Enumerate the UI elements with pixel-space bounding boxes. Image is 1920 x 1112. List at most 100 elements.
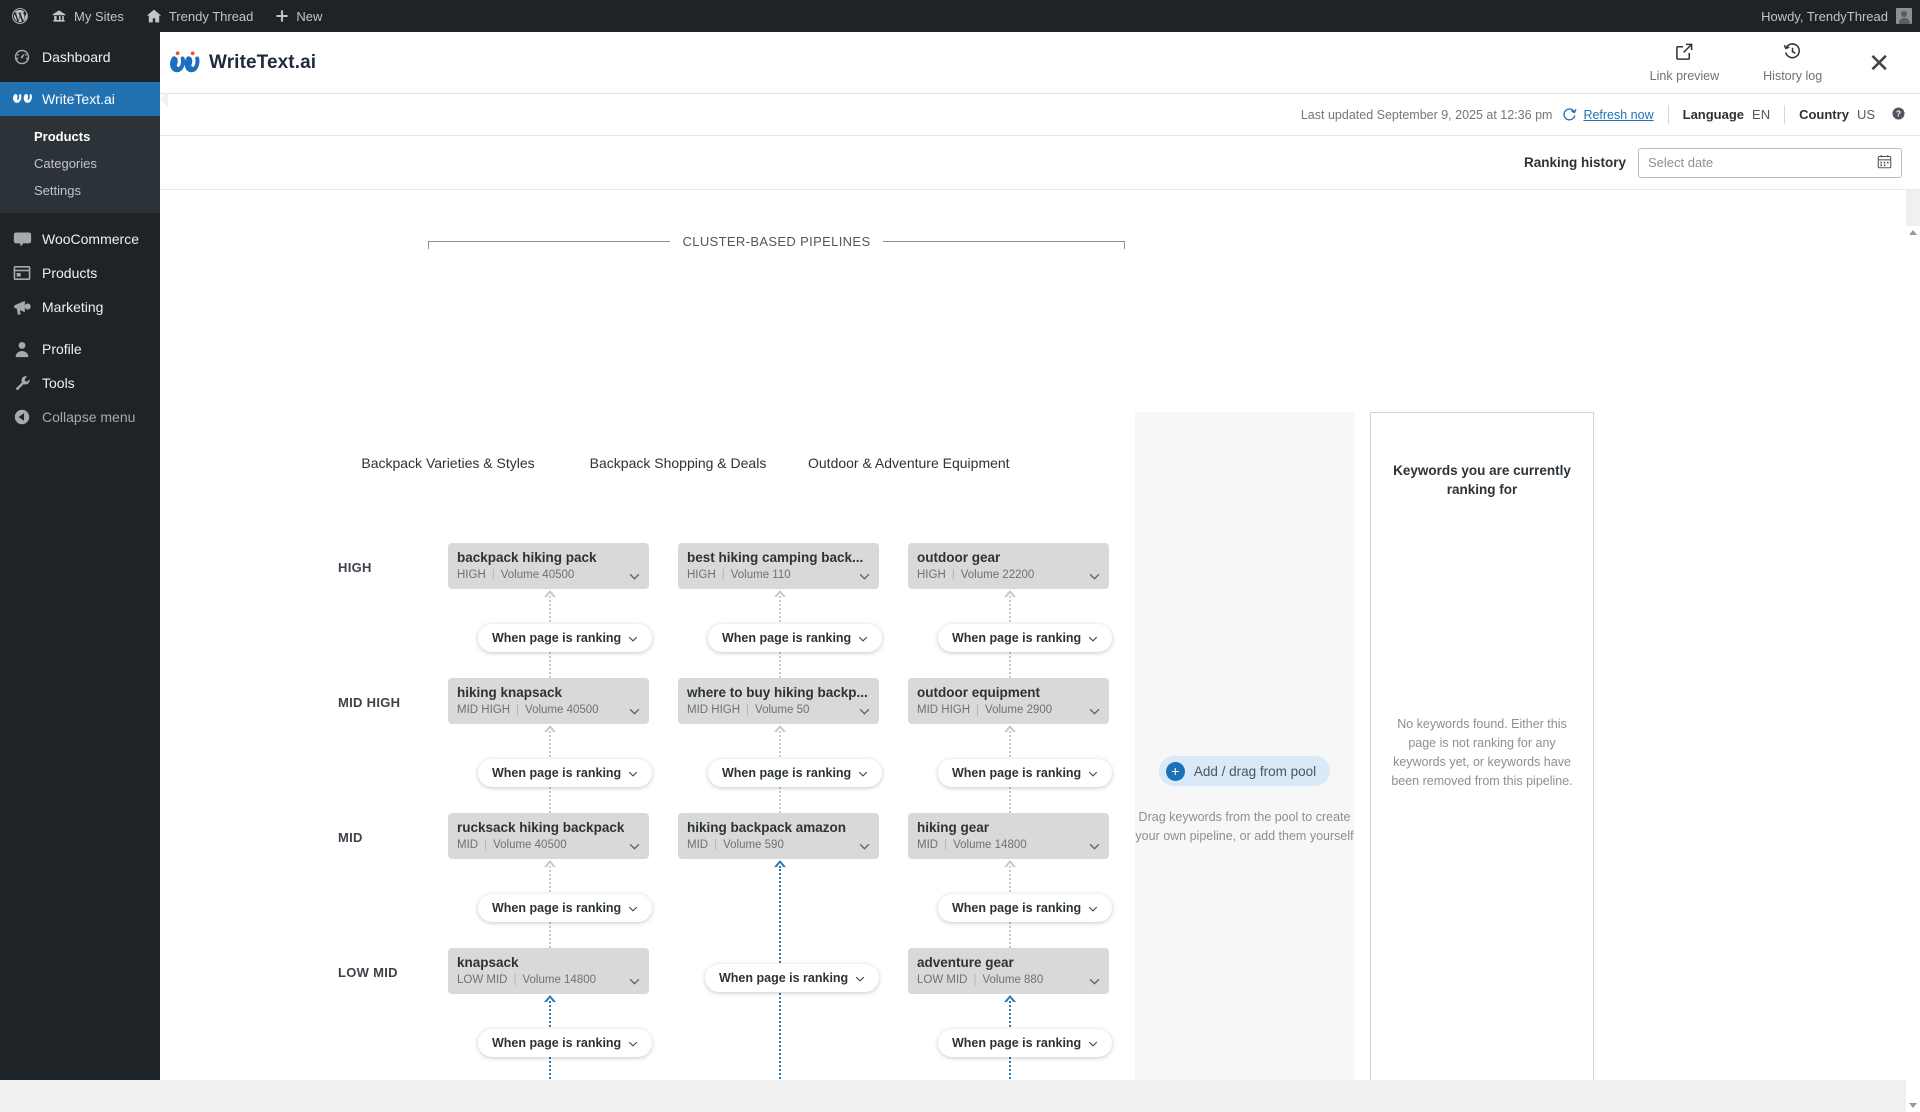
wp-admin-sidebar: Dashboard WriteText.ai Products Categori… — [0, 32, 168, 1080]
chevron-down-icon — [628, 631, 638, 645]
chevron-down-icon[interactable] — [1089, 972, 1100, 990]
ranking-history-date-input[interactable]: Select date — [1638, 147, 1902, 178]
svg-text:?: ? — [1896, 109, 1901, 118]
brand-title: WriteText.ai — [209, 51, 317, 73]
sidebar-item-marketing[interactable]: Marketing — [0, 290, 160, 324]
keyword-difficulty: HIGH — [457, 569, 486, 581]
products-icon — [12, 263, 32, 283]
keyword-card[interactable]: knapsack LOW MID | Volume 14800 — [448, 948, 649, 994]
refresh-icon[interactable] — [1562, 107, 1577, 122]
keyword-card[interactable]: adventure gear LOW MID | Volume 880 — [908, 948, 1109, 994]
chevron-down-icon[interactable] — [859, 837, 870, 855]
keyword-title: best hiking camping back... — [687, 550, 864, 565]
vertical-scrollbar[interactable] — [1906, 226, 1920, 1112]
avatar-icon — [1896, 8, 1912, 24]
chevron-down-icon[interactable] — [629, 837, 640, 855]
chevron-down-icon[interactable] — [859, 567, 870, 585]
currently-ranking-title: Keywords you are currently ranking for — [1393, 463, 1571, 497]
admin-bar-item-site-name[interactable]: Trendy Thread — [135, 0, 265, 32]
add-drag-from-pool-button[interactable]: + Add / drag from pool — [1158, 756, 1331, 786]
admin-bar-item-my-sites[interactable]: My Sites — [40, 0, 135, 32]
history-log-button[interactable]: History log — [1741, 38, 1844, 87]
country-value[interactable]: US — [1856, 107, 1875, 122]
ranking-pill[interactable]: When page is ranking — [708, 759, 883, 787]
ranking-pill[interactable]: When page is ranking — [478, 1029, 653, 1057]
sidebar-item-woocommerce[interactable]: WooCommerce — [0, 222, 160, 256]
keyword-volume: Volume 50 — [755, 704, 810, 716]
chevron-down-icon[interactable] — [1089, 567, 1100, 585]
chevron-down-icon[interactable] — [629, 972, 640, 990]
pipeline-board: CLUSTER-BASED PIPELINES Backpack Varieti… — [160, 190, 1906, 1080]
chevron-down-icon[interactable] — [1089, 837, 1100, 855]
admin-bar-label: My Sites — [74, 8, 124, 24]
chevron-down-icon[interactable] — [859, 702, 870, 720]
ranking-pill-label: When page is ranking — [492, 766, 622, 780]
close-icon[interactable]: ✕ — [1868, 47, 1890, 78]
keyword-card[interactable]: hiking gear MID | Volume 14800 — [908, 813, 1109, 859]
ranking-pill[interactable]: When page is ranking — [938, 894, 1113, 922]
sidebar-subitem-settings[interactable]: Settings — [34, 183, 81, 198]
ranking-pill[interactable]: When page is ranking — [478, 624, 653, 652]
connector-arrow-icon — [1004, 860, 1016, 868]
sidebar-item-profile[interactable]: Profile — [0, 332, 160, 366]
keyword-meta: HIGH | Volume 110 — [687, 569, 791, 581]
ranking-pill[interactable]: When page is ranking — [705, 964, 880, 992]
admin-bar-account[interactable]: Howdy, TrendyThread — [1761, 8, 1920, 24]
scroll-down-arrow-icon[interactable] — [1909, 1103, 1917, 1108]
sidebar-subitem-categories[interactable]: Categories — [34, 156, 97, 171]
keyword-card[interactable]: where to buy hiking backp... MID HIGH | … — [678, 678, 879, 724]
chevron-down-icon — [1088, 631, 1098, 645]
keyword-volume: Volume 22200 — [960, 569, 1035, 581]
sidebar-subitem-products[interactable]: Products — [34, 129, 91, 144]
language-value[interactable]: EN — [1752, 107, 1771, 122]
ranking-pill-label: When page is ranking — [722, 631, 852, 645]
history-clock-icon — [1783, 42, 1802, 64]
sidebar-item-label: Collapse menu — [42, 409, 136, 425]
ranking-pill[interactable]: When page is ranking — [478, 894, 653, 922]
keyword-card[interactable]: hiking backpack amazon MID | Volume 590 — [678, 813, 879, 859]
keyword-card[interactable]: backpack hiking pack HIGH | Volume 40500 — [448, 543, 649, 589]
keyword-title: hiking backpack amazon — [687, 820, 847, 835]
ranking-pill[interactable]: When page is ranking — [478, 759, 653, 787]
keyword-card[interactable]: outdoor equipment MID HIGH | Volume 2900 — [908, 678, 1109, 724]
sidebar-item-label: Tools — [42, 375, 75, 391]
keyword-meta: LOW MID | Volume 14800 — [457, 974, 597, 986]
keyword-volume: Volume 40500 — [493, 839, 567, 851]
refresh-now-link[interactable]: Refresh now — [1583, 107, 1654, 122]
sidebar-item-writetext[interactable]: WriteText.ai — [0, 82, 168, 116]
admin-bar-label: Trendy Thread — [168, 8, 254, 24]
ranking-pill-label: When page is ranking — [722, 766, 852, 780]
sidebar-item-collapse-menu[interactable]: Collapse menu — [0, 400, 160, 434]
keyword-difficulty: MID HIGH — [457, 704, 511, 716]
keyword-card[interactable]: hiking knapsack MID HIGH | Volume 40500 — [448, 678, 649, 724]
help-circle-icon[interactable]: ? — [1891, 106, 1906, 124]
cluster-banner: CLUSTER-BASED PIPELINES — [428, 230, 1125, 252]
keyword-meta: MID HIGH | Volume 50 — [687, 704, 810, 716]
sidebar-item-tools[interactable]: Tools — [0, 366, 160, 400]
link-preview-button[interactable]: Link preview — [1628, 38, 1741, 87]
ranking-pill[interactable]: When page is ranking — [938, 1029, 1113, 1057]
chevron-down-icon[interactable] — [629, 567, 640, 585]
ranking-pill-label: When page is ranking — [952, 1036, 1082, 1050]
scroll-up-arrow-icon[interactable] — [1909, 230, 1917, 235]
country-label: Country — [1799, 107, 1849, 122]
ranking-pill-label: When page is ranking — [719, 971, 849, 985]
keyword-card[interactable]: best hiking camping back... HIGH | Volum… — [678, 543, 879, 589]
keyword-volume: Volume 14800 — [522, 974, 597, 986]
keyword-card[interactable]: outdoor gear HIGH | Volume 22200 — [908, 543, 1109, 589]
sidebar-item-label: Dashboard — [42, 49, 111, 65]
admin-bar-item-new[interactable]: New — [264, 0, 333, 32]
chevron-down-icon[interactable] — [629, 702, 640, 720]
sidebar-item-dashboard[interactable]: Dashboard — [0, 40, 160, 74]
ranking-pill[interactable]: When page is ranking — [708, 624, 883, 652]
ranking-pill[interactable]: When page is ranking — [938, 759, 1113, 787]
wp-logo-button[interactable] — [0, 0, 40, 32]
keyword-title: rucksack hiking backpack — [457, 820, 625, 835]
writetext-logo-icon — [170, 50, 200, 76]
keyword-card[interactable]: rucksack hiking backpack MID | Volume 40… — [448, 813, 649, 859]
ranking-pill[interactable]: When page is ranking — [938, 624, 1113, 652]
keyword-volume: Volume 880 — [982, 974, 1044, 986]
chevron-down-icon[interactable] — [1089, 702, 1100, 720]
sidebar-item-label: WooCommerce — [42, 231, 139, 247]
sidebar-item-products[interactable]: Products — [0, 256, 160, 290]
